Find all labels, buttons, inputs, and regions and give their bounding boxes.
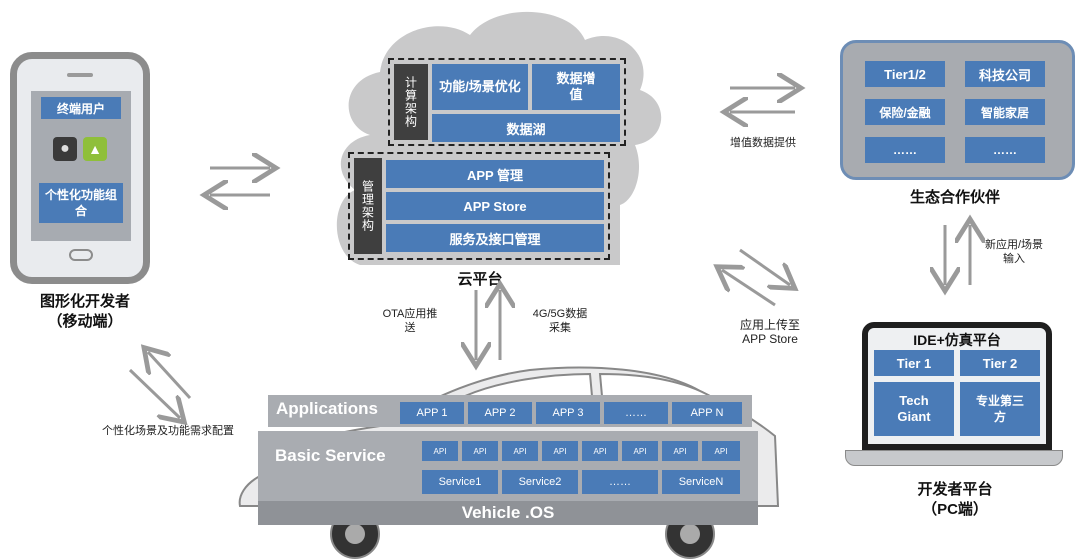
management-architecture-label: 管理架构: [354, 158, 382, 254]
api-7: API: [662, 441, 698, 461]
personal-config-label: 个性化场景及功能需求配置: [102, 425, 234, 437]
api-6: API: [622, 441, 658, 461]
app-n: APP N: [672, 402, 742, 424]
value-add-data-label: 增值数据提供: [730, 137, 796, 149]
service-2: Service2: [502, 470, 578, 494]
partner-insurance-finance: 保险/金融: [865, 99, 945, 125]
mobile-device: 终端用户 ● ▲ 个性化功能组合: [10, 52, 150, 284]
partner-more-1: ……: [865, 137, 945, 163]
developer-platform-subcaption: （PC端）: [922, 501, 988, 518]
arrow-mobile-to-car: [128, 368, 180, 418]
api-1: API: [422, 441, 458, 461]
app-3: APP 3: [536, 402, 600, 424]
arrow-pc-to-cloud: [722, 270, 776, 307]
api-3: API: [502, 441, 538, 461]
mobile-developer-subcaption: （移动端）: [47, 313, 123, 330]
function-optimization-box: 功能/场景优化: [432, 64, 528, 110]
vehicle-os-label: Vehicle .OS: [258, 501, 758, 525]
new-app-input-label: 新应用/场景输入: [984, 239, 1044, 265]
compute-architecture-group: [388, 58, 626, 146]
phone-screen: 终端用户 ● ▲ 个性化功能组合: [31, 91, 131, 241]
upload-app-store-label: 应用上传至APP Store: [739, 318, 800, 346]
dev-tier2: Tier 2: [960, 350, 1040, 376]
laptop-base: [845, 450, 1063, 466]
ecosystem-partners-caption: 生态合作伙伴: [909, 189, 1000, 206]
android-icon: ▲: [83, 137, 107, 161]
app-1: APP 1: [400, 402, 464, 424]
ota-push-label: OTA应用推送: [382, 308, 438, 334]
app-2: APP 2: [468, 402, 532, 424]
app-management-box: APP 管理: [386, 160, 604, 188]
data-lake-box: 数据湖: [432, 114, 620, 142]
applications-label: Applications: [276, 399, 379, 418]
developer-platform-caption: 开发者平台: [917, 481, 993, 498]
api-2: API: [462, 441, 498, 461]
partner-smart-home: 智能家居: [965, 99, 1045, 125]
ide-simulation-title: IDE+仿真平台: [913, 332, 1001, 348]
ecosystem-partners-panel: Tier1/2 科技公司 保险/金融 智能家居 …… ……: [840, 40, 1075, 180]
end-user-box: 终端用户: [41, 97, 121, 119]
apple-icon: ●: [53, 137, 77, 161]
app-more: ……: [604, 402, 668, 424]
service-more: ……: [582, 470, 658, 494]
partner-tech-company: 科技公司: [965, 61, 1045, 87]
arrow-car-to-mobile: [148, 352, 192, 400]
phone-speaker: [67, 73, 93, 77]
basic-service-label: Basic Service: [275, 446, 386, 465]
api-8: API: [702, 441, 740, 461]
dev-tech-giant: Tech Giant: [874, 382, 954, 436]
phone-home-button: [69, 249, 93, 261]
app-store-box: APP Store: [386, 192, 604, 220]
partner-tier12: Tier1/2: [865, 61, 945, 87]
service-n: ServiceN: [662, 470, 740, 494]
laptop-screen: IDE+仿真平台 Tier 1 Tier 2 Tech Giant 专业第三方: [862, 322, 1052, 450]
data-value-add-box: 数据增值: [532, 64, 620, 110]
dev-tier1: Tier 1: [874, 350, 954, 376]
personal-function-box: 个性化功能组合: [39, 183, 123, 223]
service-interface-management-box: 服务及接口管理: [386, 224, 604, 252]
compute-architecture-label: 计算架构: [394, 64, 428, 140]
api-5: API: [582, 441, 618, 461]
api-4: API: [542, 441, 578, 461]
partner-more-2: ……: [965, 137, 1045, 163]
mobile-developer-caption: 图形化开发者: [39, 293, 130, 310]
management-architecture-group: [348, 152, 610, 260]
arrow-cloud-to-pc: [739, 248, 790, 285]
data-collect-label: 4G/5G数据采集: [532, 308, 588, 334]
dev-professional-third-party: 专业第三方: [960, 382, 1040, 436]
service-1: Service1: [422, 470, 498, 494]
